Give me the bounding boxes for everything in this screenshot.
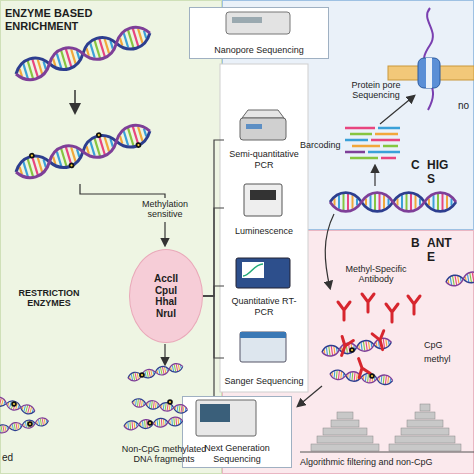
bracket-connector	[203, 140, 224, 296]
panel-heading: ENZYME BASED ENRICHMENT	[5, 7, 127, 32]
annotation-label: RESTRICTION ENZYMES	[12, 288, 86, 309]
annotation-label: Protein pore Sequencing	[346, 80, 406, 101]
bracket-connector	[203, 296, 214, 396]
panel-heading: B	[411, 237, 425, 251]
node-text: Luminescence	[235, 226, 293, 236]
annotation-label: methyl	[424, 354, 451, 364]
annotation-label: Methylation sensitive	[130, 199, 200, 220]
annotation-label: Barcoding	[300, 140, 341, 150]
annotation-label: Algorithmic filtering and non-CpG	[300, 457, 474, 467]
bracket-connector	[203, 208, 224, 296]
node-text: Sanger Sequencing	[224, 376, 303, 386]
annotation-label: Methyl-Specific Antibody	[338, 264, 414, 285]
annotation-label: ed	[2, 452, 13, 464]
panel-heading: ANT E	[427, 237, 455, 265]
node-text: Semi-quantitative PCR	[224, 149, 304, 170]
annotation-label: no	[458, 100, 469, 112]
bracket-connector	[203, 286, 224, 296]
annotation-label: Non-CpG methylated DNA fragments	[118, 444, 210, 465]
panel-heading: HIG S	[427, 159, 453, 187]
panel-heading: C	[411, 159, 425, 173]
enzyme-oval: AccII CpuI HhaI NruI	[129, 249, 203, 343]
node-text: Quantitative RT-PCR	[224, 296, 304, 317]
node-text: Nanopore Sequencing	[214, 45, 304, 55]
node-text: AccII CpuI HhaI NruI	[144, 273, 188, 319]
annotation-label: CpG	[424, 340, 443, 350]
